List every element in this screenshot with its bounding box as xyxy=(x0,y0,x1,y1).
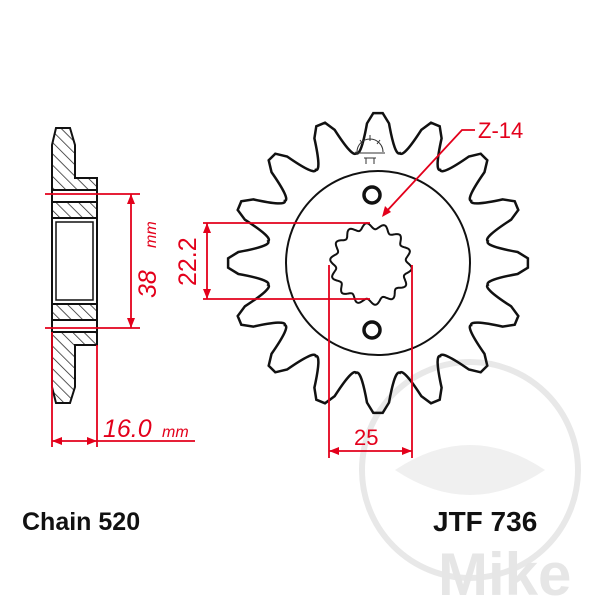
dim-hub-value: 16.0 xyxy=(103,415,152,443)
watermark-text: Mike xyxy=(438,541,571,600)
bolt-hole-bottom xyxy=(362,320,382,340)
chain-label: Chain 520 xyxy=(22,508,141,536)
dim-outer-unit: mm xyxy=(143,221,160,248)
jt-logo-icon xyxy=(355,135,385,164)
spline-teeth-label: Z-14 xyxy=(478,118,523,143)
dim-hub-unit: mm xyxy=(162,424,189,441)
dimensions xyxy=(45,129,475,458)
sprocket-front xyxy=(226,111,530,415)
watermark-logo xyxy=(359,359,581,581)
bolt-hole-top xyxy=(362,185,382,205)
part-number: JTF 736 xyxy=(433,506,538,537)
sprocket-teeth xyxy=(226,111,530,415)
side-view xyxy=(51,127,98,404)
dim-spline-value: 22.2 xyxy=(174,237,202,286)
spline-bore xyxy=(329,222,413,306)
dim-outer-value: 38 xyxy=(134,270,162,298)
dim-bolt-value: 25 xyxy=(354,425,378,450)
